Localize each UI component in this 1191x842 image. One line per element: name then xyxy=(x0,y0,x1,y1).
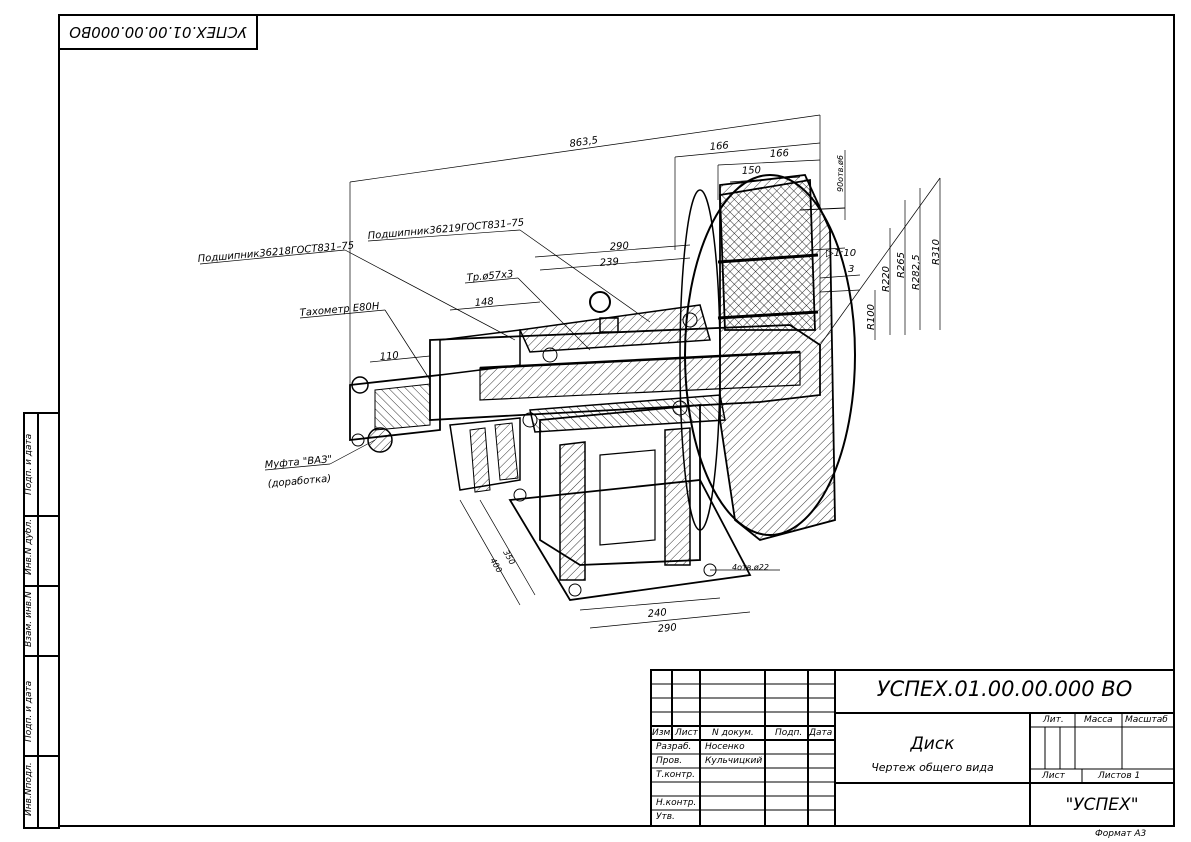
coupling-label-2: (доработка) xyxy=(267,472,331,489)
dim-r100: R100 xyxy=(866,304,877,330)
dim-350: 350 xyxy=(501,549,516,567)
massa-label: Масса xyxy=(1084,715,1113,725)
part-name: Диск xyxy=(910,734,955,754)
dim-taper: ▷1:10 xyxy=(826,248,856,259)
org-name: "УСПЕХ" xyxy=(1065,795,1139,815)
col-izm: Изм. xyxy=(652,728,674,738)
thread-label: Тр.ø57х3 xyxy=(466,269,514,284)
listov-label: Листов 1 xyxy=(1098,771,1141,781)
dim-240: 240 xyxy=(647,607,667,620)
dim-r2825: R282,5 xyxy=(911,254,922,290)
dim-239: 239 xyxy=(599,257,619,269)
col-data: Дата xyxy=(809,728,833,738)
lit-label: Лит. xyxy=(1043,715,1064,725)
format-label: Формат А3 xyxy=(1095,829,1147,839)
list-label: Лист xyxy=(1042,771,1065,781)
dim-r265: R265 xyxy=(896,252,907,278)
title-block: УСПЕХ.01.00.00.000 ВО Изм. Лист N докум.… xyxy=(650,669,1175,827)
dim-400: 400 xyxy=(488,557,503,575)
nkontr-label: Н.контр. xyxy=(656,798,697,808)
dim-90: 90отв.ø6 xyxy=(836,155,845,192)
dim-148: 148 xyxy=(474,296,494,309)
coupling-assembly xyxy=(349,329,521,493)
razrab-label: Разраб. xyxy=(656,742,692,752)
dim-150: 150 xyxy=(742,165,762,177)
left-strip: Подп. и дата Инв.N дубл. Взам. инв.N Под… xyxy=(23,412,60,829)
prov-name: Кульчицкий xyxy=(705,756,763,766)
bearing2-label: Подшипник36219ГОСТ831–75 xyxy=(367,217,524,242)
col-list: Лист xyxy=(675,728,698,738)
col-ndoc: N докум. xyxy=(712,728,754,738)
tkontr-label: Т.контр. xyxy=(656,770,696,780)
utv-label: Утв. xyxy=(656,812,675,822)
dim-3: 3 xyxy=(848,264,854,275)
tacho-label: Тахометр Е80Н xyxy=(299,301,380,319)
doc-type: Чертеж общего вида xyxy=(871,761,994,774)
razrab-name: Носенко xyxy=(705,742,745,752)
dim-290b: 290 xyxy=(657,622,677,635)
prov-label: Пров. xyxy=(656,756,683,766)
dim-166a: 166 xyxy=(709,140,729,153)
dimension-lines xyxy=(349,114,941,629)
support-stand xyxy=(508,404,752,601)
dim-290: 290 xyxy=(609,241,629,253)
dim-r220: R220 xyxy=(881,266,892,292)
dim-863: 863,5 xyxy=(569,135,599,150)
doc-number: УСПЕХ.01.00.00.000 ВО xyxy=(876,677,1133,701)
coupling-label-1: Муфта "ВАЗ" xyxy=(264,454,332,471)
masshtab-label: Масштаб xyxy=(1125,715,1168,725)
bearing1-label: Подшипник36218ГОСТ831–75 xyxy=(197,240,354,265)
corner-code-box: УСПЕХ.01.00.00.000ВО xyxy=(58,14,258,50)
dim-r310: R310 xyxy=(931,239,942,265)
holes-label: 4отв.ø22 xyxy=(732,563,769,572)
dim-110: 110 xyxy=(379,350,399,363)
col-podp: Подп. xyxy=(775,728,803,738)
leader-lines xyxy=(199,229,651,471)
dim-166b: 166 xyxy=(770,148,790,160)
